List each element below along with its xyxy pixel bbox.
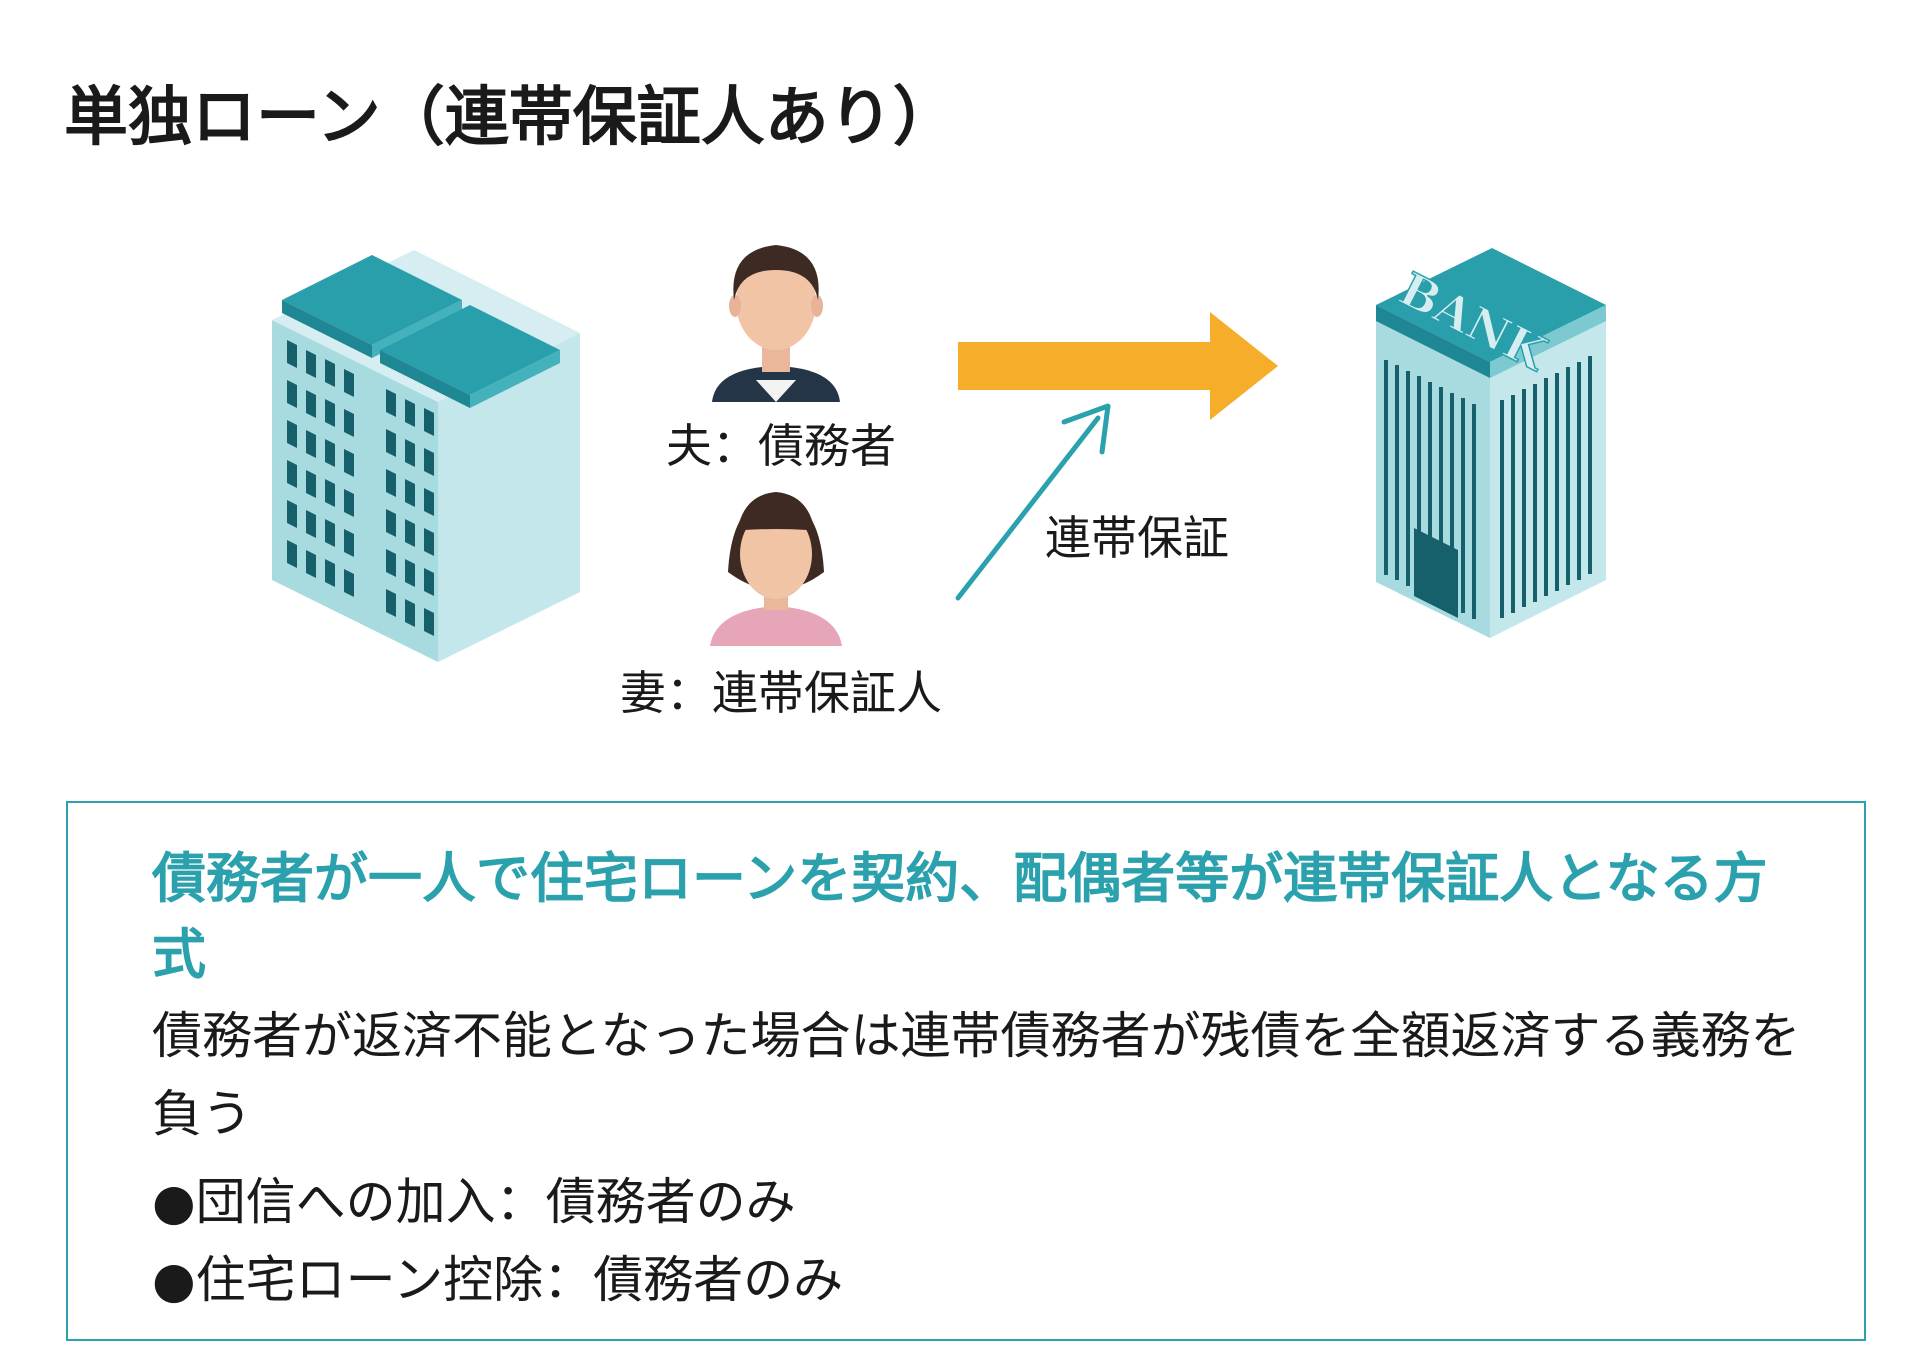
loan-arrow-icon bbox=[958, 312, 1278, 420]
guarantee-label: 連帯保証 bbox=[1045, 511, 1229, 565]
wife-avatar bbox=[710, 492, 842, 646]
bank-windows bbox=[1384, 356, 1592, 619]
bank-building-icon: BANK bbox=[1376, 248, 1606, 638]
guarantee-arrow-icon bbox=[955, 403, 1111, 601]
husband-avatar bbox=[712, 245, 840, 402]
info-heading: 債務者が一人で住宅ローンを契約、配偶者等が連帯保証人となる方式 bbox=[152, 847, 1768, 986]
bullet-group-insurance: ●団信への加入：債務者のみ bbox=[152, 1173, 796, 1231]
info-bullet-list: ●団信への加入：債務者のみ ●住宅ローン控除：債務者のみ bbox=[152, 1163, 843, 1319]
loan-diagram: BANK bbox=[272, 245, 1606, 662]
office-building-icon bbox=[272, 250, 580, 662]
husband-label: 夫：債務者 bbox=[666, 419, 896, 473]
bullet-loan-deduction: ●住宅ローン控除：債務者のみ bbox=[152, 1251, 844, 1309]
info-box: 債務者が一人で住宅ローンを契約、配偶者等が連帯保証人となる方式 債務者が返済不能… bbox=[66, 801, 1866, 1341]
page-title: 単独ローン（連帯保証人あり） bbox=[64, 81, 957, 155]
office-windows bbox=[287, 340, 434, 636]
info-body: 債務者が返済不能となった場合は連帯債務者が残債を全額返済する義務を負う bbox=[152, 1007, 1801, 1143]
wife-label: 妻：連帯保証人 bbox=[620, 666, 942, 720]
